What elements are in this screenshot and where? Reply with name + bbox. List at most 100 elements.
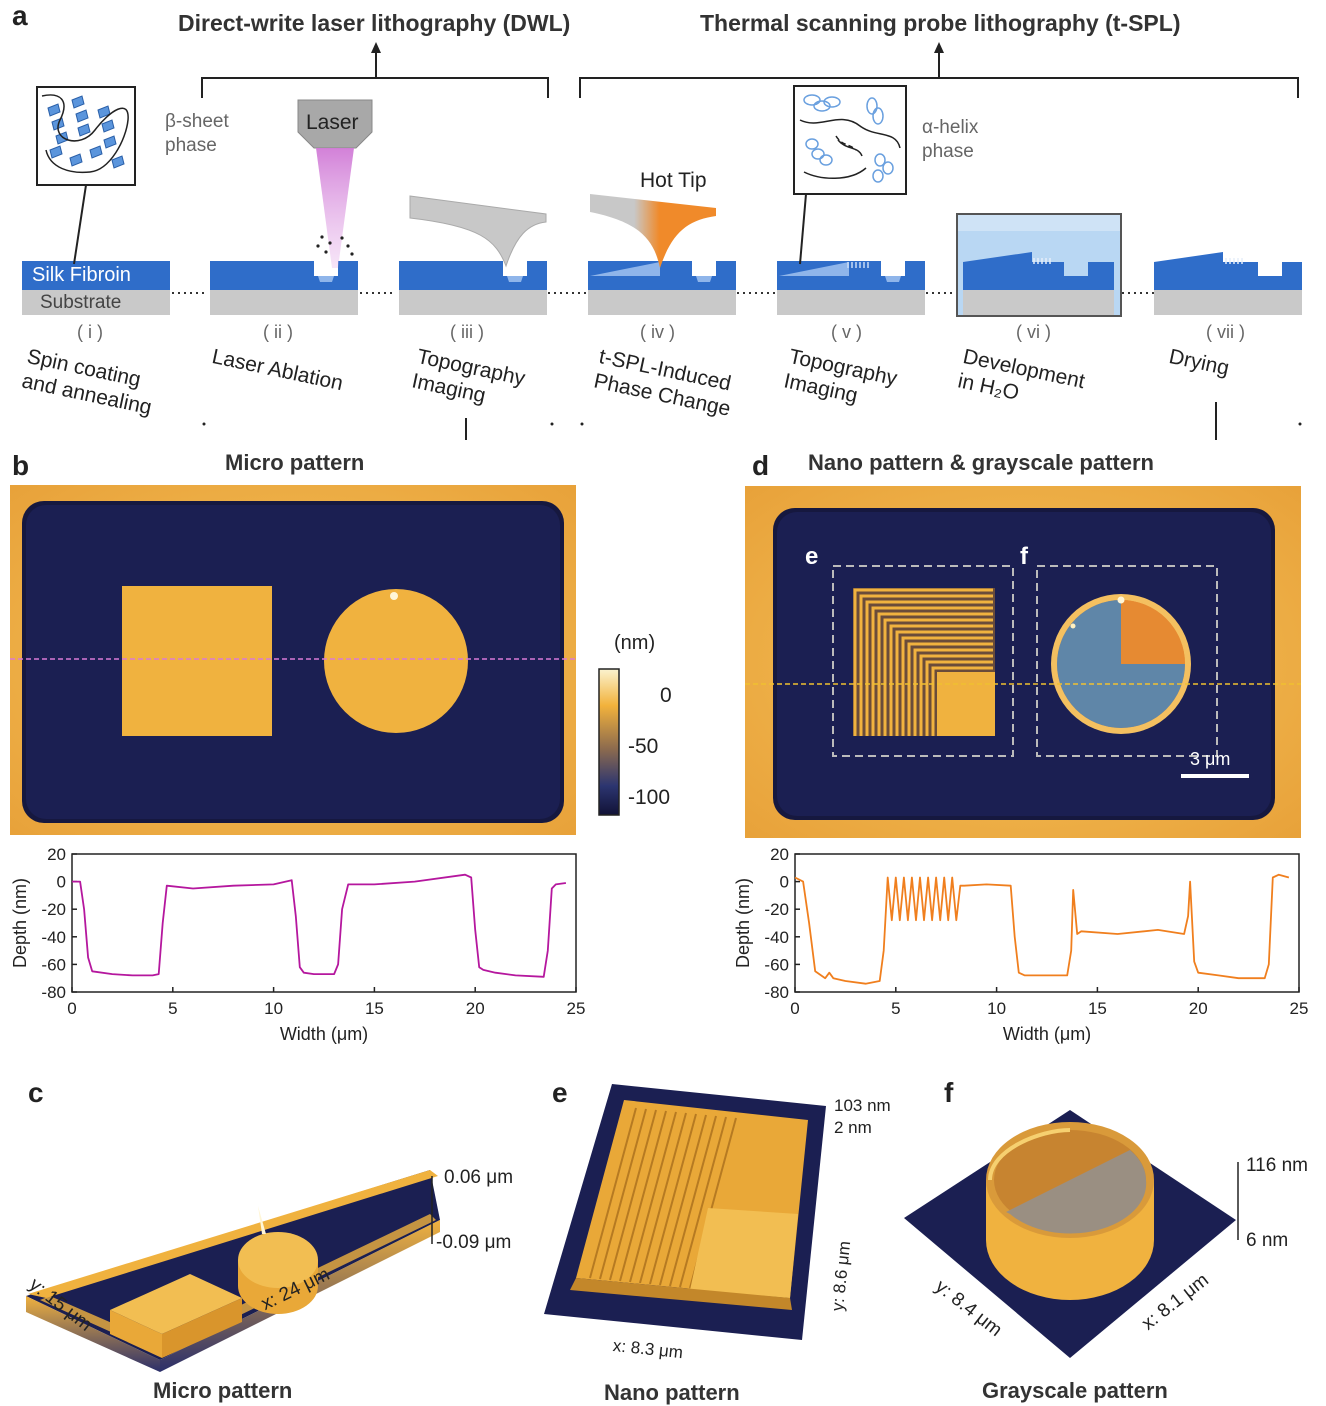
nano-y-tick-label: -80 (764, 983, 789, 1002)
micro-y-tick-label: -40 (41, 928, 66, 947)
nano-x-tick-label: 10 (987, 999, 1006, 1018)
stage-vi-film (963, 252, 1114, 315)
micro-y-tick-label: -60 (41, 955, 66, 974)
stage-v-film (777, 261, 925, 315)
nano-grating (853, 588, 995, 736)
micro-y-tick-label: -20 (41, 900, 66, 919)
micro-x-tick-label: 20 (466, 999, 485, 1018)
micro-plot-frame (71, 853, 577, 993)
3d-render-grayscale (904, 1110, 1236, 1358)
stage-vi-trench-lines (1033, 258, 1051, 264)
e-height-bottom: 2 nm (834, 1118, 872, 1137)
panel-letter-f: f (944, 1077, 954, 1108)
c-height-top: 0.06 μm (444, 1167, 514, 1188)
micro-y-tick-label: 20 (47, 845, 66, 864)
panel-letter-b: b (12, 450, 30, 481)
panel-d-title: Nano pattern & grayscale pattern (808, 450, 1154, 475)
stage-ii-film (210, 261, 358, 315)
dwl-bracket (201, 50, 549, 98)
step-iv-number: ( iv ) (640, 322, 675, 342)
micro-square (122, 586, 272, 736)
laser-label: Laser (306, 111, 359, 134)
beta-sheet-inset (36, 86, 136, 265)
panel-letter-c: c (28, 1077, 44, 1108)
3d-render-micro (26, 1170, 440, 1372)
micro-y-axis-label: Depth (nm) (10, 878, 30, 968)
nano-x-axis-label: Width (μm) (1003, 1024, 1091, 1044)
3d-render-nano (544, 1084, 826, 1340)
step-i-number: ( i ) (77, 322, 103, 342)
micro-depth-profile-line (72, 873, 567, 978)
nano-x-tick-label: 25 (1290, 999, 1309, 1018)
scale-bar-label: 3 μm (1190, 749, 1231, 769)
micro-y-tick-label: 0 (57, 873, 66, 892)
nano-x-tick-label: 15 (1088, 999, 1107, 1018)
grayscale-disk (1051, 594, 1191, 734)
silk-fibroin-label: Silk Fibroin (32, 264, 131, 286)
afm-image-micro (10, 485, 576, 835)
nano-y-tick-label: 0 (780, 873, 789, 892)
nano-x-tick-label: 5 (891, 999, 900, 1018)
nano-depth-profile-line (794, 873, 1290, 985)
schematic-diagram (22, 42, 1302, 440)
c-height-bracket (431, 1176, 433, 1244)
substrate-label: Substrate (40, 292, 122, 313)
tspl-bracket (579, 50, 1299, 98)
nano-y-tick-label: -60 (764, 955, 789, 974)
micro-x-tick-label: 10 (264, 999, 283, 1018)
box-f (1036, 565, 1218, 757)
micro-x-axis-label: Width (μm) (280, 1024, 368, 1044)
afm-cantilever-iii (409, 195, 547, 268)
micro-y-tick-label: -80 (41, 983, 66, 1002)
step-vi-number: ( vi ) (1016, 322, 1051, 342)
stage-i-film (22, 261, 170, 315)
caption-grayscale: Grayscale pattern (982, 1378, 1168, 1403)
alpha-helix-inset (793, 85, 907, 265)
step-iii-number: ( iii ) (450, 322, 484, 342)
stage-iv-film (588, 261, 736, 315)
step-vii-number: ( vii ) (1206, 322, 1245, 342)
f-height-bracket (1237, 1162, 1239, 1240)
micro-x-tick-label: 15 (365, 999, 384, 1018)
f-height-bottom: 6 nm (1246, 1230, 1289, 1251)
dwl-arrow-head (371, 42, 381, 53)
c-height-bottom: -0.09 μm (436, 1232, 512, 1253)
step-ii-number: ( ii ) (263, 322, 293, 342)
step-v-number: ( v ) (831, 322, 862, 342)
caption-micro: Micro pattern (153, 1378, 293, 1403)
afm-image-nano (745, 486, 1301, 838)
box-e (832, 565, 1014, 757)
dwl-title: Direct-write laser lithography (DWL) (178, 10, 571, 36)
colorbar-tick-50: -50 (628, 735, 659, 758)
panel-letter-a: a (12, 0, 28, 31)
panel-letter-e: e (552, 1077, 568, 1108)
nano-y-tick-label: 20 (770, 845, 789, 864)
micro-x-tick-label: 5 (168, 999, 177, 1018)
panel-letter-d: d (752, 450, 770, 481)
laser-head (297, 99, 373, 268)
nano-x-tick-label: 20 (1189, 999, 1208, 1018)
colorbar (598, 668, 620, 816)
hot-tip-label: Hot Tip (640, 169, 707, 192)
nano-y-tick-label: -20 (764, 900, 789, 919)
stage-vii-trench-lines (1225, 258, 1243, 264)
hot-tip (590, 194, 716, 268)
colorbar-tick-0: 0 (660, 684, 672, 707)
ablation-debris (316, 235, 354, 256)
nano-y-tick-label: -40 (764, 928, 789, 947)
box-f-label: f (1020, 543, 1028, 570)
box-e-label: e (805, 543, 819, 570)
stage-iii-film (399, 261, 547, 315)
micro-x-tick-label: 25 (567, 999, 586, 1018)
nano-x-tick-label: 0 (790, 999, 799, 1018)
micro-circle (324, 589, 468, 733)
tspl-title: Thermal scanning probe lithography (t-SP… (700, 10, 1181, 36)
nano-plot-frame (794, 853, 1300, 993)
panel-b-title: Micro pattern (225, 450, 365, 475)
nano-y-axis-label: Depth (nm) (733, 878, 753, 968)
beta-sheet-label: β-sheet phase (165, 111, 229, 156)
colorbar-unit: (nm) (614, 632, 656, 654)
caption-nano: Nano pattern (604, 1380, 740, 1405)
